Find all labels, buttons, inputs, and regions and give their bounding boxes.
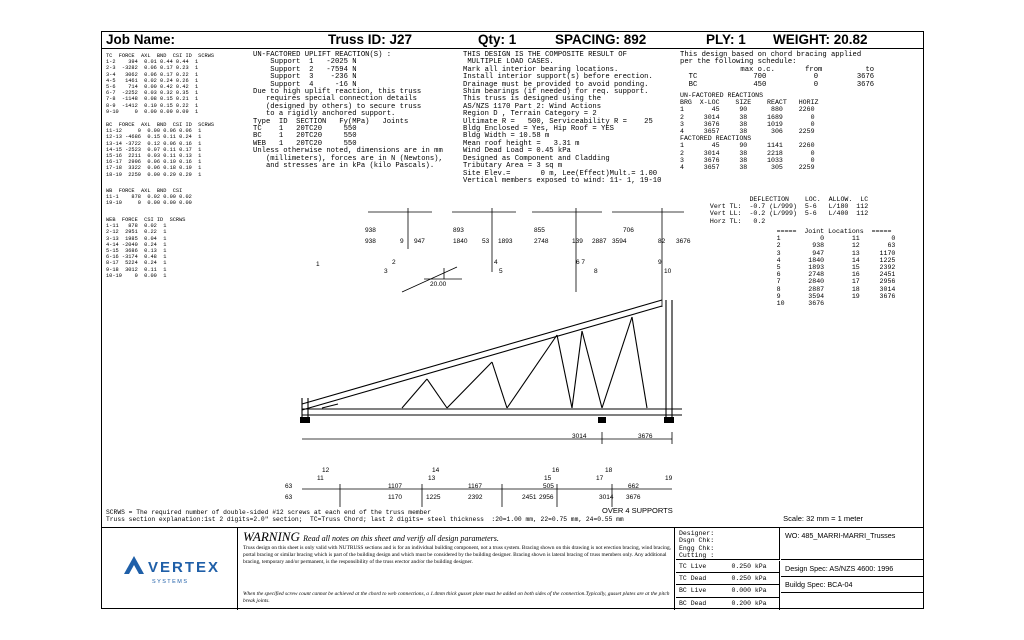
title-block: VERTEX S Y S T E M S WARNING Read all no… bbox=[102, 527, 923, 610]
building-spec: Buildg Spec: BCA-04 bbox=[781, 577, 923, 593]
logo-tag: S Y S T E M S bbox=[152, 579, 187, 585]
bc-member-table: BC FORCE AXL BND CSI ID SCRWS 11-12 0 0.… bbox=[106, 122, 215, 178]
dim-bottom-small-1: 1225 bbox=[426, 494, 441, 501]
uplift-notes: UN-FACTORED UPLIFT REACTION(S) : Support… bbox=[253, 51, 443, 171]
joint-label-14: 14 bbox=[432, 467, 440, 474]
design-notes: THIS DESIGN IS THE COMPOSITE RESULT OF M… bbox=[463, 51, 662, 185]
qty: Qty: 1 bbox=[478, 32, 517, 47]
scrws-note: SCRWS = The required number of double-si… bbox=[106, 509, 624, 523]
vertex-logo-icon: VERTEX S Y S T E M S bbox=[124, 556, 220, 585]
joint-label-6-7: 6 7 bbox=[576, 259, 585, 266]
signoff-block: Designer: Dsgn Chk: Engg Chk: Cutting : bbox=[676, 528, 780, 560]
dim-bottom-2b: 1170 bbox=[388, 494, 402, 501]
supports-note: OVER 4 SUPPORTS bbox=[602, 506, 673, 515]
dim-bottom-small-3: 3014 bbox=[599, 494, 614, 501]
joint-label-10: 10 bbox=[664, 268, 672, 275]
weight: WEIGHT: 20.82 bbox=[773, 32, 868, 47]
bearing-dim-2: 3676 bbox=[638, 433, 653, 440]
joint-label-17: 17 bbox=[596, 475, 604, 482]
truss-drawing-sheet: Job Name: Truss ID: J27 Qty: 1 SPACING: … bbox=[101, 31, 924, 610]
dim-top-3a: 855 bbox=[534, 227, 545, 234]
reactions-table: UN-FACTORED REACTIONS BRG X-LOC SIZE REA… bbox=[680, 92, 819, 172]
joint-label-2: 2 bbox=[392, 259, 396, 266]
dim-top-4b: 3594 bbox=[612, 238, 627, 245]
joint-locations-table: ===== Joint Locations ===== 1 0 11 0 2 9… bbox=[776, 228, 896, 308]
deflection-table: DEFLECTION LOC. ALLOW. LC Vert TL: -0.7 … bbox=[709, 196, 869, 225]
dim-top-small-2: 53 bbox=[482, 238, 490, 245]
joint-label-15: 15 bbox=[544, 475, 552, 482]
dim-bottom-4b: 2956 bbox=[539, 494, 554, 501]
warning-block: WARNING Read all notes on this sheet and… bbox=[239, 528, 675, 610]
dim-top-3b: 2748 bbox=[534, 238, 549, 245]
truss-elevation: 938 938 947 893 1840 1893 855 2748 2887 … bbox=[285, 208, 691, 515]
joint-label-12: 12 bbox=[322, 467, 330, 474]
wb-member-table: WB FORCE AXL BND CSI 11-1 878 0.02 0.00 … bbox=[106, 188, 192, 207]
joint-label-19: 19 bbox=[665, 475, 673, 482]
logo-name: VERTEX bbox=[148, 559, 220, 576]
joint-label-16: 16 bbox=[552, 467, 560, 474]
warning-footnote: When the specified screw count cannot be… bbox=[243, 591, 670, 604]
ply: PLY: 1 bbox=[706, 32, 746, 47]
dim-top-1a: 938 bbox=[365, 227, 376, 234]
dim-top-4c: 3676 bbox=[676, 238, 691, 245]
dim-bottom-1a: 63 bbox=[285, 483, 293, 490]
truss-id: Truss ID: J27 bbox=[328, 32, 413, 47]
dim-bottom-5a: 662 bbox=[628, 483, 639, 490]
title-bar: Job Name: Truss ID: J27 Qty: 1 SPACING: … bbox=[102, 32, 923, 49]
warning-heading: WARNING Read all notes on this sheet and… bbox=[243, 529, 499, 545]
design-spec: Design Spec: AS/NZS 4600: 1996 bbox=[781, 561, 923, 577]
dim-top-1c: 947 bbox=[414, 238, 425, 245]
dim-top-2b: 1840 bbox=[453, 238, 468, 245]
dim-bottom-3a: 1167 bbox=[468, 483, 482, 490]
dim-bottom-2a: 1107 bbox=[388, 483, 402, 490]
warning-title: WARNING bbox=[243, 529, 300, 544]
dim-bottom-5b: 3676 bbox=[626, 494, 641, 501]
dim-top-2c: 1893 bbox=[498, 238, 513, 245]
warning-subtitle: Read all notes on this sheet and verify … bbox=[303, 534, 499, 543]
joint-label-4: 4 bbox=[494, 259, 498, 266]
spec-block: Design Spec: AS/NZS 4600: 1996 Buildg Sp… bbox=[781, 561, 923, 610]
dim-bottom-4a: 505 bbox=[543, 483, 554, 490]
joint-label-5: 5 bbox=[499, 268, 503, 275]
joint-label-11: 11 bbox=[317, 475, 324, 482]
joint-label-13: 13 bbox=[428, 475, 436, 482]
warning-body: Truss design on this sheet is only valid… bbox=[243, 545, 672, 565]
scale-note: Scale: 32 mm = 1 meter bbox=[783, 514, 863, 523]
joint-label-18: 18 bbox=[605, 467, 613, 474]
dim-top-small-4: 82 bbox=[658, 238, 666, 245]
dim-top-4a: 706 bbox=[623, 227, 634, 234]
web-member-table: WEB FORCE CSI ID SCRWS 1-11 878 0.02 1 2… bbox=[106, 217, 186, 279]
spacing: SPACING: 892 bbox=[555, 32, 647, 47]
joint-label-8: 8 bbox=[594, 268, 598, 275]
spec-blank bbox=[781, 593, 923, 609]
dim-top-small-3: 139 bbox=[572, 238, 583, 245]
tc-member-table: TC FORCE AXL BND CSI ID SCRWS 1-2 394 0.… bbox=[106, 53, 215, 115]
dim-top-3c: 2887 bbox=[592, 238, 607, 245]
dim-bottom-3b: 2392 bbox=[468, 494, 483, 501]
work-order: WO: 485_MARRI-MARRI_Trusses bbox=[781, 528, 923, 560]
pitch-label: 20.00 bbox=[430, 281, 447, 288]
dim-bottom-1b: 63 bbox=[285, 494, 293, 501]
bracing-schedule: This design based on chord bracing appli… bbox=[680, 51, 875, 89]
joint-label-9: 9 bbox=[658, 259, 662, 266]
joint-label-1: 1 bbox=[316, 261, 320, 268]
dim-top-1b: 938 bbox=[365, 238, 376, 245]
dim-top-small-1: 9 bbox=[400, 238, 404, 245]
bearing-dim-1: 3014 bbox=[572, 433, 587, 440]
dim-top-2a: 893 bbox=[453, 227, 464, 234]
joint-label-3: 3 bbox=[384, 268, 388, 275]
job-name: Job Name: bbox=[106, 32, 176, 47]
vertex-logo: VERTEX S Y S T E M S bbox=[102, 528, 238, 610]
dim-bottom-small-2: 2451 bbox=[522, 494, 537, 501]
